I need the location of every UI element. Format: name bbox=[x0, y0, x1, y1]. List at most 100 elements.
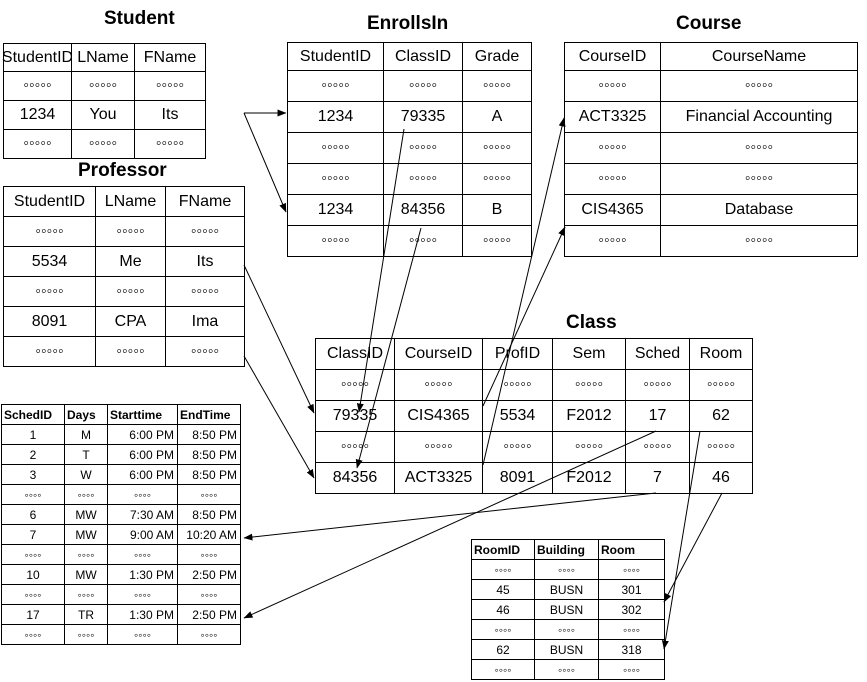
course-cell: ◦◦◦◦◦ bbox=[660, 70, 858, 102]
class-cell: ◦◦◦◦◦ bbox=[625, 369, 690, 401]
student-cell: You bbox=[71, 100, 135, 130]
class-cell: ◦◦◦◦◦ bbox=[394, 369, 483, 401]
student-cell: ◦◦◦◦◦ bbox=[3, 129, 72, 159]
enrolls-header-grade: Grade bbox=[462, 42, 532, 71]
enrolls-cell: 84356 bbox=[383, 194, 463, 226]
enrolls-cell: ◦◦◦◦◦ bbox=[462, 225, 532, 257]
student-cell: ◦◦◦◦◦ bbox=[71, 71, 135, 101]
enrolls-cell: 1234 bbox=[287, 101, 384, 133]
professor-cell: ◦◦◦◦◦ bbox=[95, 276, 166, 307]
class-cell: ◦◦◦◦◦ bbox=[482, 431, 553, 463]
professor-cell: ◦◦◦◦◦ bbox=[165, 216, 245, 247]
enrolls-cell: ◦◦◦◦◦ bbox=[462, 163, 532, 195]
professor-title: Professor bbox=[78, 160, 167, 181]
professor-cell: 8091 bbox=[3, 306, 96, 337]
schedule-cell: ◦◦◦◦ bbox=[64, 544, 108, 565]
room-cell: ◦◦◦◦ bbox=[471, 659, 535, 680]
schedule-header-days: Days bbox=[64, 404, 108, 425]
class-cell: F2012 bbox=[552, 462, 626, 494]
professor-cell: ◦◦◦◦◦ bbox=[3, 336, 96, 367]
room-cell: 301 bbox=[598, 579, 665, 600]
schedule-header-endtime: EndTime bbox=[177, 404, 241, 425]
class-header-profid: ProfID bbox=[482, 338, 553, 370]
room-cell: 318 bbox=[598, 639, 665, 660]
schedule-cell: 2:50 PM bbox=[177, 604, 241, 625]
class-cell: 5534 bbox=[482, 400, 553, 432]
student-header-fname: FName bbox=[134, 43, 206, 72]
schedule-cell: 3 bbox=[1, 464, 65, 485]
arrow-professor-to-class-5534 bbox=[243, 264, 315, 414]
student-cell: 1234 bbox=[3, 100, 72, 130]
class-cell: ◦◦◦◦◦ bbox=[689, 431, 753, 463]
professor-cell: ◦◦◦◦◦ bbox=[95, 216, 166, 247]
schedule-cell: ◦◦◦◦ bbox=[107, 544, 178, 565]
schedule-cell: 6:00 PM bbox=[107, 444, 178, 465]
class-cell: ◦◦◦◦◦ bbox=[394, 431, 483, 463]
schedule-cell: W bbox=[64, 464, 108, 485]
enrolls-cell: ◦◦◦◦◦ bbox=[287, 225, 384, 257]
enrolls-cell: ◦◦◦◦◦ bbox=[462, 132, 532, 164]
professor-cell: CPA bbox=[95, 306, 166, 337]
room-cell: ◦◦◦◦ bbox=[598, 559, 665, 580]
class-cell: 8091 bbox=[482, 462, 553, 494]
class-cell: F2012 bbox=[552, 400, 626, 432]
class-header-sched: Sched bbox=[625, 338, 690, 370]
class-cell: ◦◦◦◦◦ bbox=[552, 369, 626, 401]
schedule-cell: 6:00 PM bbox=[107, 424, 178, 445]
arrow-class-to-schedule-7 bbox=[243, 492, 657, 541]
schedule-cell: 9:00 AM bbox=[107, 524, 178, 545]
schedule-cell: T bbox=[64, 444, 108, 465]
schedule-cell: ◦◦◦◦ bbox=[107, 584, 178, 605]
professor-cell: Me bbox=[95, 246, 166, 277]
class-cell: 79335 bbox=[315, 400, 395, 432]
professor-cell: ◦◦◦◦◦ bbox=[165, 336, 245, 367]
class-cell: CIS4365 bbox=[394, 400, 483, 432]
course-cell: ◦◦◦◦◦ bbox=[660, 132, 858, 164]
room-header-roomid: RoomID bbox=[471, 539, 535, 560]
schedule-cell: 6:00 PM bbox=[107, 464, 178, 485]
course-cell: ◦◦◦◦◦ bbox=[564, 225, 661, 257]
enrolls-cell: B bbox=[462, 194, 532, 226]
enrolls-cell: 1234 bbox=[287, 194, 384, 226]
room-cell: 46 bbox=[471, 599, 535, 620]
schedule-cell: ◦◦◦◦ bbox=[177, 484, 241, 505]
enrolls-cell: ◦◦◦◦◦ bbox=[287, 132, 384, 164]
schedule-cell: ◦◦◦◦ bbox=[107, 624, 178, 645]
student-cell: ◦◦◦◦◦ bbox=[71, 129, 135, 159]
class-cell: 7 bbox=[625, 462, 690, 494]
schedule-cell: 7 bbox=[1, 524, 65, 545]
room-cell: BUSN bbox=[534, 579, 599, 600]
student-cell: ◦◦◦◦◦ bbox=[3, 71, 72, 101]
class-header-sem: Sem bbox=[552, 338, 626, 370]
schedule-cell: ◦◦◦◦ bbox=[107, 484, 178, 505]
class-cell: ◦◦◦◦◦ bbox=[482, 369, 553, 401]
class-cell: ◦◦◦◦◦ bbox=[625, 431, 690, 463]
schedule-cell: ◦◦◦◦ bbox=[64, 624, 108, 645]
room-cell: ◦◦◦◦ bbox=[534, 659, 599, 680]
class-cell: 46 bbox=[689, 462, 753, 494]
room-header-building: Building bbox=[534, 539, 599, 560]
enrolls-cell: ◦◦◦◦◦ bbox=[383, 163, 463, 195]
class-header-room: Room bbox=[689, 338, 753, 370]
class-cell: 62 bbox=[689, 400, 753, 432]
room-cell: ◦◦◦◦ bbox=[534, 559, 599, 580]
schedule-cell: ◦◦◦◦ bbox=[64, 584, 108, 605]
room-cell: BUSN bbox=[534, 639, 599, 660]
class-header-classid: ClassID bbox=[315, 338, 395, 370]
room-cell: ◦◦◦◦ bbox=[471, 619, 535, 640]
class-cell: ◦◦◦◦◦ bbox=[552, 431, 626, 463]
schedule-cell: ◦◦◦◦ bbox=[177, 544, 241, 565]
schedule-cell: ◦◦◦◦ bbox=[177, 584, 241, 605]
professor-header-fname: FName bbox=[165, 186, 245, 217]
room-header-room: Room bbox=[598, 539, 665, 560]
professor-cell: Ima bbox=[165, 306, 245, 337]
schedule-cell: ◦◦◦◦ bbox=[1, 624, 65, 645]
arrow-student-to-enrolls-b bbox=[243, 112, 287, 213]
class-cell: ◦◦◦◦◦ bbox=[315, 369, 395, 401]
schedule-cell: 1 bbox=[1, 424, 65, 445]
room-cell: ◦◦◦◦ bbox=[598, 659, 665, 680]
student-cell: ◦◦◦◦◦ bbox=[134, 129, 206, 159]
student-header-lname: LName bbox=[71, 43, 135, 72]
schedule-cell: 2:50 PM bbox=[177, 564, 241, 585]
class-title: Class bbox=[566, 312, 617, 333]
